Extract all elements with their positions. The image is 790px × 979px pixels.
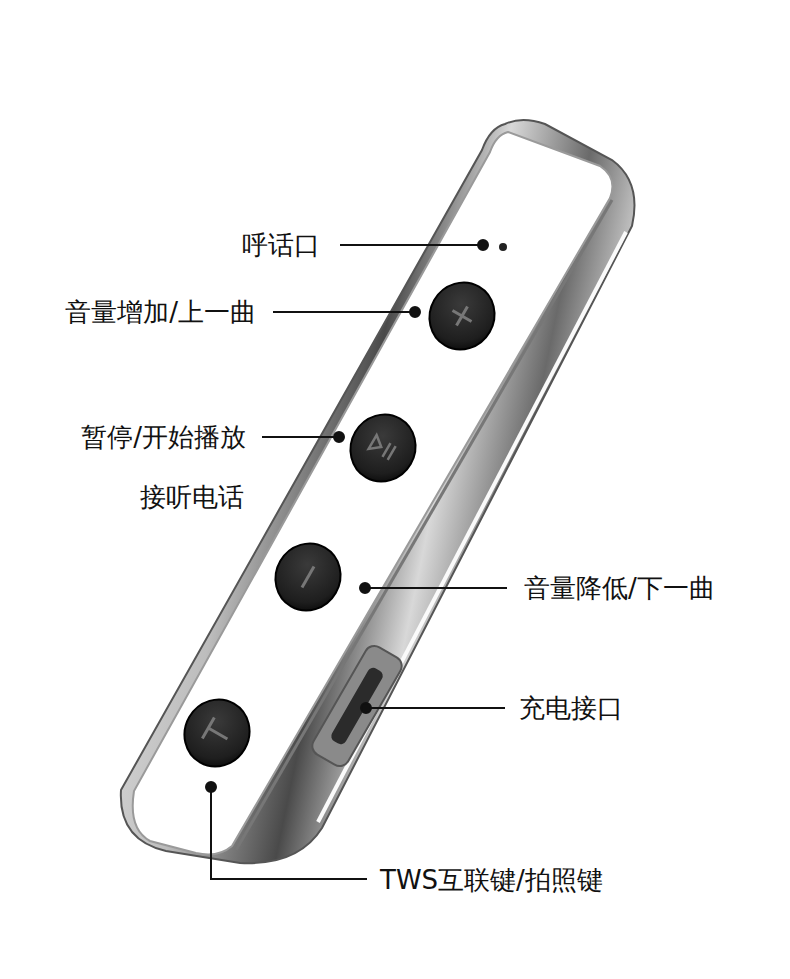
- answer-call-label: 接听电话: [140, 482, 244, 512]
- mic-label: 呼话口: [242, 230, 320, 260]
- device-body: [121, 120, 635, 863]
- charge-port-label: 充电接口: [519, 693, 623, 723]
- microphone-hole: [499, 243, 507, 251]
- volume-up-label: 音量增加/上一曲: [65, 297, 256, 327]
- buttons: [172, 271, 506, 779]
- tws-button-label: TWS互联键/拍照键: [380, 865, 603, 895]
- play-pause-label: 暂停/开始播放: [81, 422, 246, 452]
- leader-lines: [206, 240, 507, 879]
- volume-down-label: 音量降低/下一曲: [524, 573, 715, 603]
- charging-port: [309, 642, 406, 769]
